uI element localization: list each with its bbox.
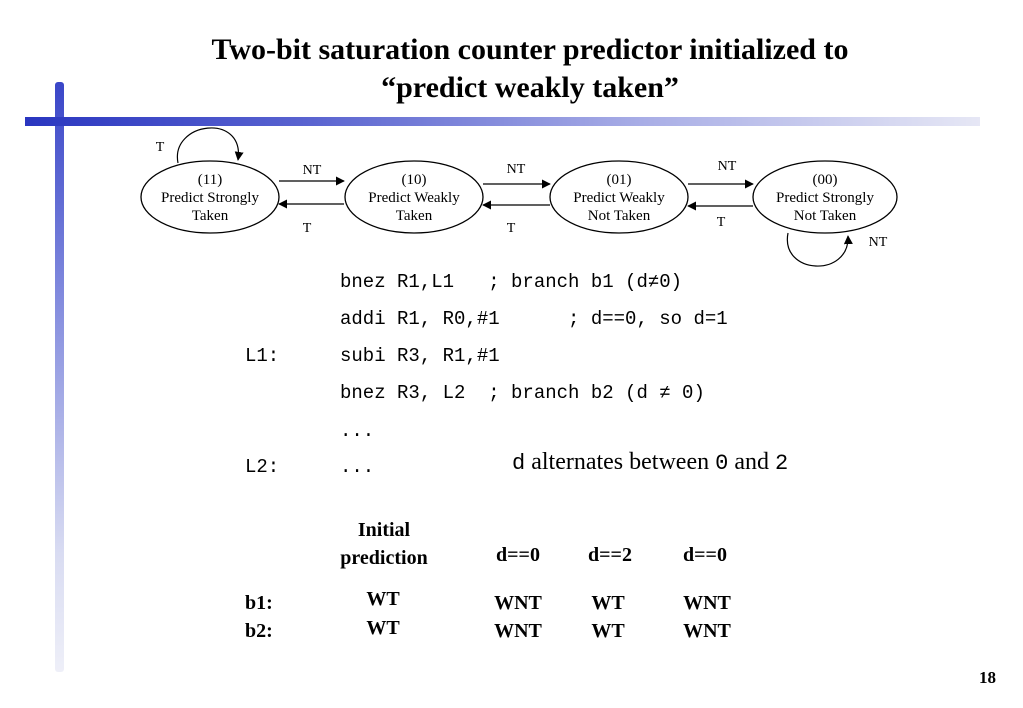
state-11-line1: Predict Strongly <box>161 190 259 206</box>
code-label-l2: L2: <box>245 456 280 478</box>
label-self-00: NT <box>869 235 888 250</box>
state-diagram: (11) Predict Strongly Taken (10) Predict… <box>140 127 898 267</box>
state-10-line1: Predict Weakly <box>368 190 460 206</box>
state-10: (10) Predict Weakly Taken <box>344 160 484 234</box>
table-b2-val-2: WT <box>591 620 625 642</box>
code-line-5: ... <box>340 420 375 442</box>
code-label-l1: L1: <box>245 345 280 367</box>
label-nt-10-01: NT <box>507 162 526 177</box>
code-line-2: addi R1, R0,#1 ; d==0, so d=1 <box>340 308 728 330</box>
table-row-label-b1: b1: <box>245 592 273 614</box>
state-11-line2: Taken <box>192 208 229 224</box>
state-10-line2: Taken <box>396 208 433 224</box>
table-b1-initial: WT <box>366 588 400 610</box>
state-00-code: (00) <box>813 172 838 188</box>
state-10-code: (10) <box>402 172 427 188</box>
title-line-1: Two-bit saturation counter predictor ini… <box>211 33 849 66</box>
vertical-accent-bar <box>55 82 64 672</box>
state-01-line2: Not Taken <box>588 208 651 224</box>
state-11: (11) Predict Strongly Taken <box>140 160 280 234</box>
label-t-10-11: T <box>303 221 312 236</box>
title-line-2: “predict weakly taken” <box>381 71 679 104</box>
table-b2-val-3: WNT <box>683 620 731 642</box>
table-header-initial-1: Initial <box>357 519 411 541</box>
label-t-01-10: T <box>507 221 516 236</box>
table-b2-val-1: WNT <box>494 620 542 642</box>
table-b1-val-2: WT <box>591 592 625 614</box>
label-nt-01-00: NT <box>718 159 737 174</box>
state-01: (01) Predict Weakly Not Taken <box>549 160 689 234</box>
state-11-code: (11) <box>198 172 222 188</box>
note-text: alternates between <box>525 449 716 475</box>
state-00-line1: Predict Strongly <box>776 190 874 206</box>
label-nt-11-10: NT <box>303 163 322 178</box>
table-b1-val-1: WNT <box>494 592 542 614</box>
note-value-2: 2 <box>774 451 789 476</box>
note-var: d <box>512 451 526 476</box>
note-and: and <box>728 449 775 475</box>
code-line-3: subi R3, R1,#1 <box>340 345 500 367</box>
code-line-4: bnez R3, L2 ; branch b2 (d ≠ 0) <box>340 382 705 404</box>
table-b2-initial: WT <box>366 617 400 639</box>
code-line-1: bnez R1,L1 ; branch b1 (d≠0) <box>340 271 683 293</box>
state-01-code: (01) <box>607 172 632 188</box>
note-value-1: 0 <box>715 451 729 476</box>
state-00: (00) Predict Strongly Not Taken <box>752 160 898 234</box>
state-01-line1: Predict Weakly <box>573 190 665 206</box>
table-row-label-b2: b2: <box>245 620 273 642</box>
label-self-11: T <box>156 140 165 155</box>
table-b1-val-3: WNT <box>683 592 731 614</box>
table-col-header-3: d==0 <box>683 544 727 566</box>
table-header-initial-2: prediction <box>340 547 428 569</box>
label-t-00-01: T <box>717 215 726 230</box>
horizontal-accent-bar <box>25 117 980 126</box>
page-number: 18 <box>979 668 996 687</box>
table-col-header-2: d==2 <box>588 544 632 566</box>
table-col-header-1: d==0 <box>496 544 540 566</box>
state-00-line2: Not Taken <box>794 208 857 224</box>
code-line-6: ... <box>340 456 375 478</box>
self-loop-00-arrow <box>786 232 853 267</box>
alternation-note: d alternates between 0 and 2 <box>512 449 788 476</box>
self-loop-11-arrow <box>176 127 244 164</box>
